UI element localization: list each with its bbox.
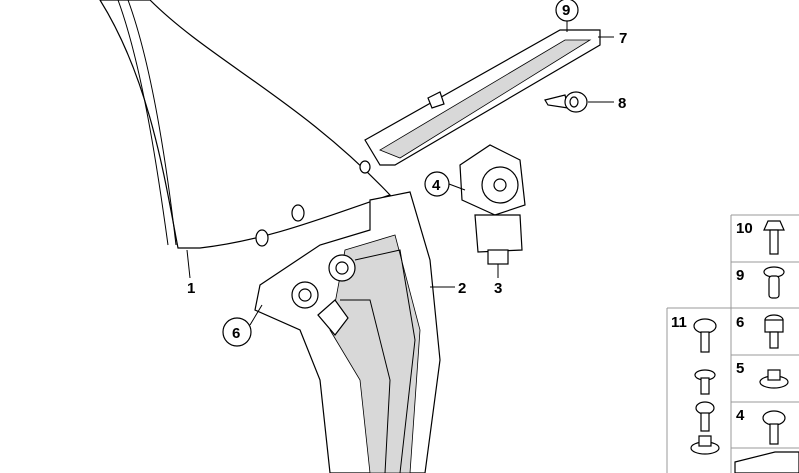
grommet-part-8 [544,91,588,113]
callout-9: 9 [562,2,570,19]
bolt-10-icon [763,220,785,255]
window-glass-part-1 [99,0,392,249]
table-label-10: 10 [736,220,753,237]
guide-rail-part-7 [364,29,601,166]
window-motor-part-3 [459,144,526,265]
screw-11b-icon [694,369,716,395]
nut-5-icon [759,369,789,389]
hardware-table: 10 9 6 5 4 11 [666,214,799,473]
nut-11d-icon [690,435,720,455]
callout-6: 6 [232,325,240,342]
screw-11c-icon [695,401,715,432]
screw-11a-icon [693,318,717,353]
table-label-5: 5 [736,360,744,377]
rivet-9-icon [763,266,785,299]
regulator-frame-part-2 [254,191,441,473]
callout-2: 2 [458,280,466,297]
callout-1: 1 [187,280,195,297]
callout-4: 4 [432,177,441,194]
callout-8: 8 [618,95,626,112]
table-label-9: 9 [736,267,744,284]
table-label-6: 6 [736,314,744,331]
stud-6-icon [764,314,784,349]
callout-7: 7 [619,30,627,47]
callout-3: 3 [494,280,502,297]
screw-4-icon [762,410,786,445]
wedge-icon [734,451,799,473]
table-label-11: 11 [671,314,687,331]
table-label-4: 4 [736,407,745,424]
